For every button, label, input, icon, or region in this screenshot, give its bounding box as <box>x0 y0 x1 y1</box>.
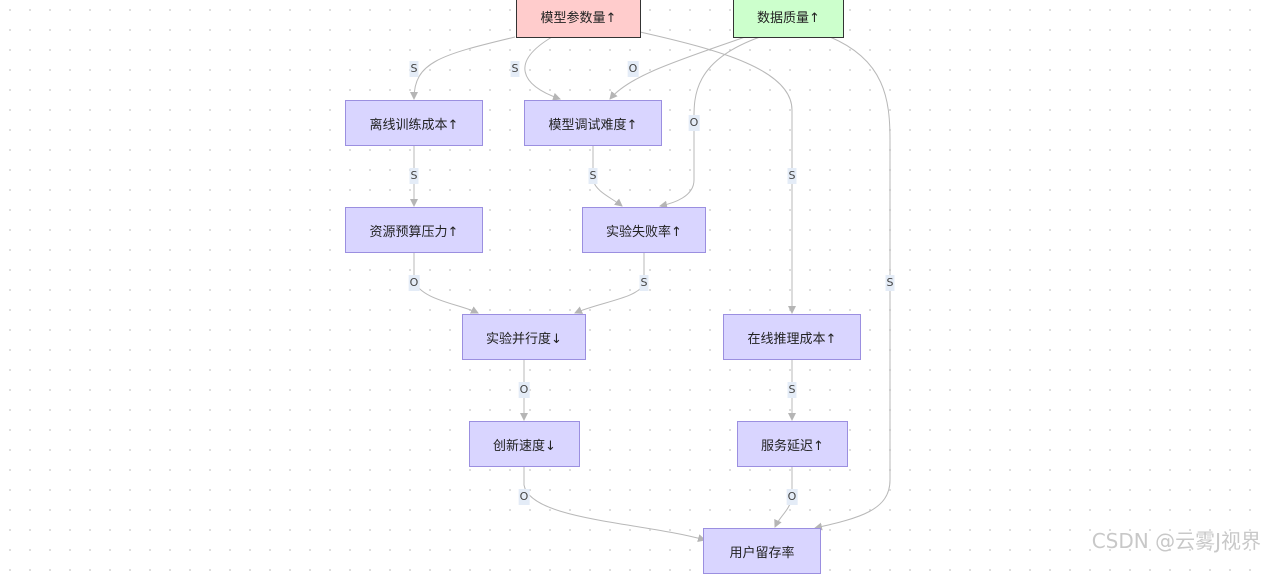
node-parallel-label: 实验并行度↓ <box>486 331 562 347</box>
node-retention-label: 用户留存率 <box>729 545 795 561</box>
edge-label-dq-fail: O <box>688 115 700 131</box>
node-params: 模型参数量↑ <box>516 0 641 38</box>
node-budget: 资源预算压力↑ <box>345 207 483 253</box>
node-params-label: 模型参数量↑ <box>540 10 617 26</box>
edge-label-params-debug: S <box>510 61 520 77</box>
node-retention: 用户留存率 <box>703 528 821 574</box>
edge-label-inference-latency: S <box>787 382 797 398</box>
edge-label-innovation-retention: O <box>518 489 530 505</box>
node-fail: 实验失败率↑ <box>582 207 706 253</box>
edge-label-dq-debug: O <box>627 61 639 77</box>
edge-layer <box>410 31 891 542</box>
node-fail-label: 实验失败率↑ <box>606 224 682 240</box>
node-parallel: 实验并行度↓ <box>462 314 586 360</box>
edge-label-offline-budget: S <box>409 168 419 184</box>
node-inference-label: 在线推理成本↑ <box>747 331 837 347</box>
edge-innovation-retention <box>523 467 706 542</box>
edge-params-debug <box>524 36 561 101</box>
node-budget-label: 资源预算压力↑ <box>369 224 459 240</box>
edge-label-parallel-innovation: O <box>518 382 530 398</box>
node-offline-cost: 离线训练成本↑ <box>345 100 483 146</box>
node-innovation: 创新速度↓ <box>469 421 580 467</box>
edge-dq-retention <box>814 36 891 531</box>
watermark: CSDN @云雾J视界 <box>1091 529 1261 553</box>
node-data-quality: 数据质量↑ <box>733 0 844 38</box>
edge-params-offline <box>410 36 516 100</box>
node-latency: 服务延迟↑ <box>737 421 848 467</box>
node-debug-label: 模型调试难度↑ <box>548 117 638 133</box>
edge-label-params-offline: S <box>409 61 419 77</box>
node-latency-label: 服务延迟↑ <box>761 438 824 454</box>
node-offline-cost-label: 离线训练成本↑ <box>369 117 459 133</box>
edge-label-budget-parallel: O <box>408 275 420 291</box>
edge-fail-parallel <box>574 253 645 314</box>
edge-label-params-inference: S <box>787 168 797 184</box>
node-data-quality-label: 数据质量↑ <box>757 10 820 26</box>
node-debug: 模型调试难度↑ <box>524 100 662 146</box>
edge-dq-debug <box>609 36 746 100</box>
edge-budget-parallel <box>413 253 479 314</box>
edge-params-inference <box>639 31 796 314</box>
node-innovation-label: 创新速度↓ <box>493 438 556 454</box>
edge-label-dq-retention: S <box>885 275 895 291</box>
edge-label-debug-fail: S <box>588 168 598 184</box>
node-inference: 在线推理成本↑ <box>723 314 861 360</box>
edge-label-latency-retention: O <box>786 489 798 505</box>
edge-label-fail-parallel: S <box>639 275 649 291</box>
